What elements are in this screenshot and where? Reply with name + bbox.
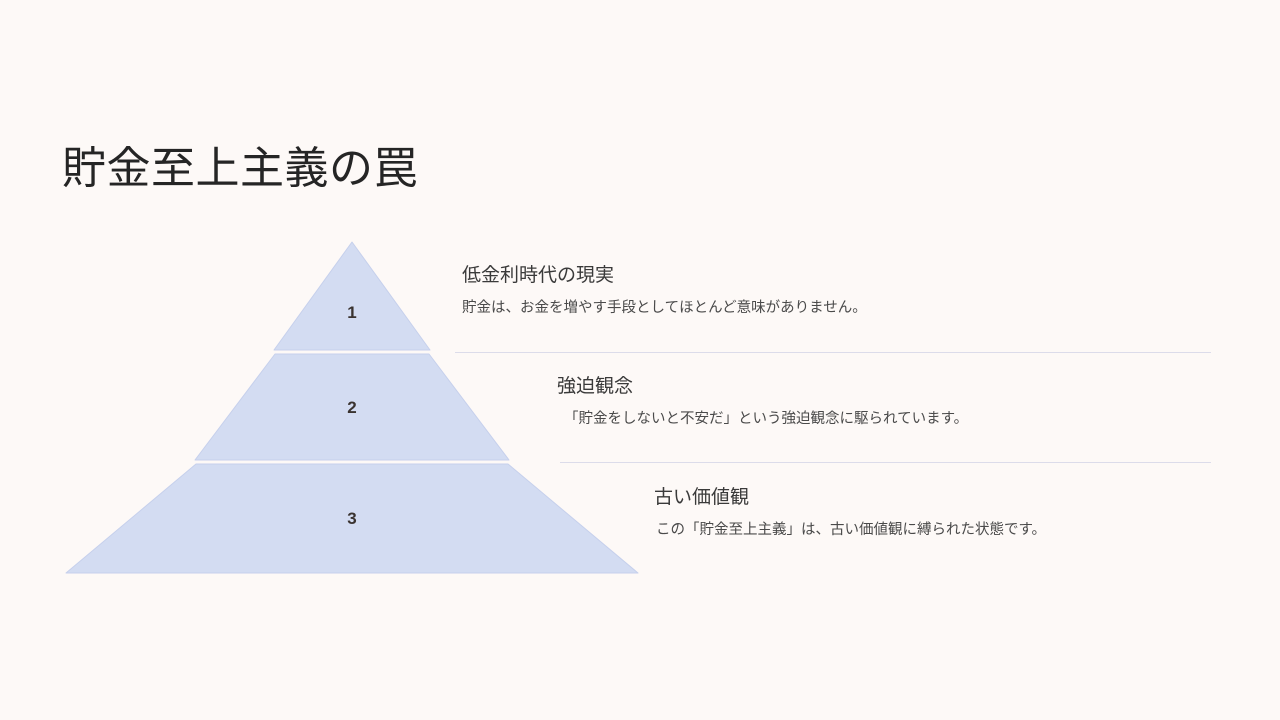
pyramid-tier-3-shape[interactable] — [65, 463, 639, 574]
tier-3-text-block: 古い価値観 この「貯金至上主義」は、古い価値観に縛られた状態です。 — [654, 485, 1046, 541]
tier-2-heading: 強迫観念 — [557, 376, 634, 397]
pyramid-tier-1-shape[interactable] — [273, 241, 431, 351]
tier-3-description: この「貯金至上主義」は、古い価値観に縛られた状態です。 — [656, 521, 1047, 538]
tier-divider-2 — [560, 462, 1211, 463]
tier-3-heading: 古い価値観 — [654, 487, 750, 508]
pyramid-svg — [65, 241, 639, 574]
tier-1-text-block: 低金利時代の現実 貯金は、お金を増やす手段としてほとんど意味がありません。 — [462, 263, 867, 319]
pyramid-tier-1-number: 1 — [347, 303, 357, 322]
pyramid-tier-2-number: 2 — [347, 398, 357, 417]
tier-2-description: 「貯金をしないと不安だ」という強迫観念に駆られています。 — [564, 410, 969, 427]
tier-divider-1 — [455, 352, 1211, 353]
tier-2-text-block: 強迫観念 「貯金をしないと不安だ」という強迫観念に駆られています。 — [556, 374, 968, 430]
pyramid-tier-3-number: 3 — [347, 509, 357, 528]
tier-1-description: 貯金は、お金を増やす手段としてほとんど意味がありません。 — [462, 299, 867, 316]
pyramid-tier-2-shape[interactable] — [194, 353, 510, 461]
tier-1-heading: 低金利時代の現実 — [462, 265, 615, 286]
page-title: 貯金至上主義の罠 — [62, 144, 418, 193]
pyramid-diagram: 1 2 3 — [60, 236, 650, 582]
